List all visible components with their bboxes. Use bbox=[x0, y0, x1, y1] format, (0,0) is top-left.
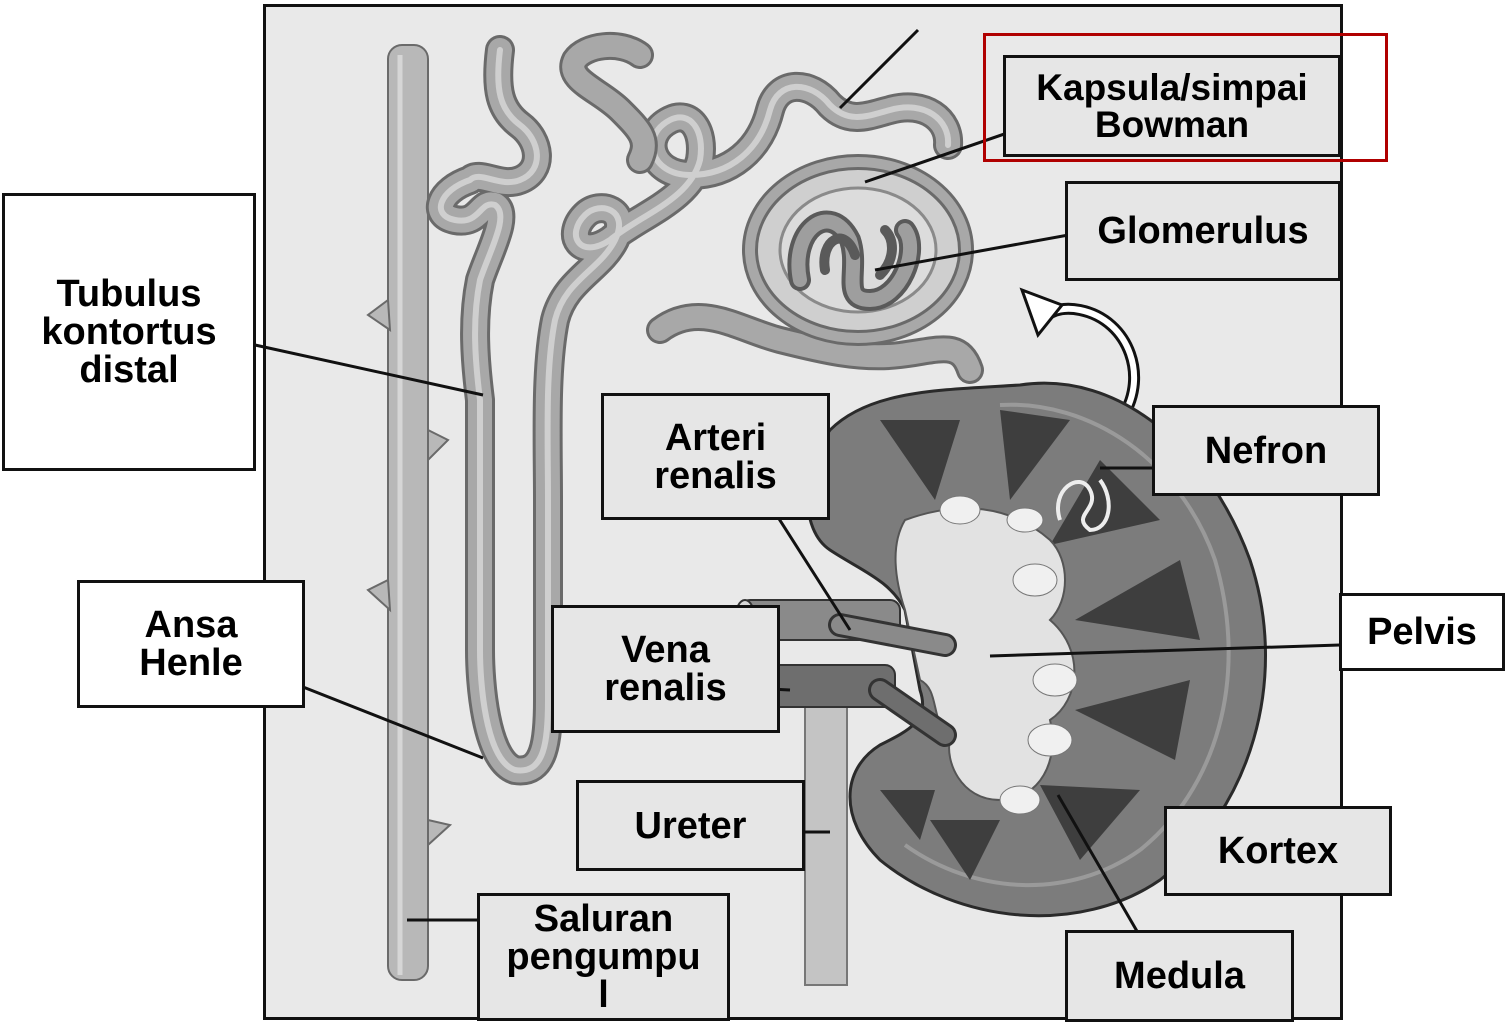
magnify-arrow-icon bbox=[1019, 287, 1141, 424]
label-vena-renalis: Vena renalis bbox=[551, 605, 780, 733]
label-arteri-renalis: Arteri renalis bbox=[601, 393, 830, 520]
kidney-section bbox=[806, 381, 1267, 918]
label-ureter: Ureter bbox=[576, 780, 805, 871]
label-nefron: Nefron bbox=[1152, 405, 1380, 496]
label-tubulus-kontortus-distal: Tubulus kontortus distal bbox=[2, 193, 256, 471]
collecting-duct bbox=[366, 44, 453, 981]
ureter-tube bbox=[804, 699, 848, 986]
label-kortex: Kortex bbox=[1164, 806, 1392, 896]
label-ansa-henle: Ansa Henle bbox=[77, 580, 305, 708]
label-saluran-pengumpul: Saluran pengumpu l bbox=[477, 893, 730, 1021]
label-pelvis: Pelvis bbox=[1339, 593, 1505, 671]
nephron-tubules bbox=[441, 31, 984, 771]
glomerulus-capillaries bbox=[787, 210, 921, 312]
label-medula: Medula bbox=[1065, 930, 1294, 1022]
label-glomerulus: Glomerulus bbox=[1065, 181, 1341, 281]
label-kapsula-bowman: Kapsula/simpai Bowman bbox=[1003, 55, 1341, 157]
renal-vessels bbox=[734, 599, 957, 747]
kapsula-highlight-box bbox=[983, 33, 1388, 162]
